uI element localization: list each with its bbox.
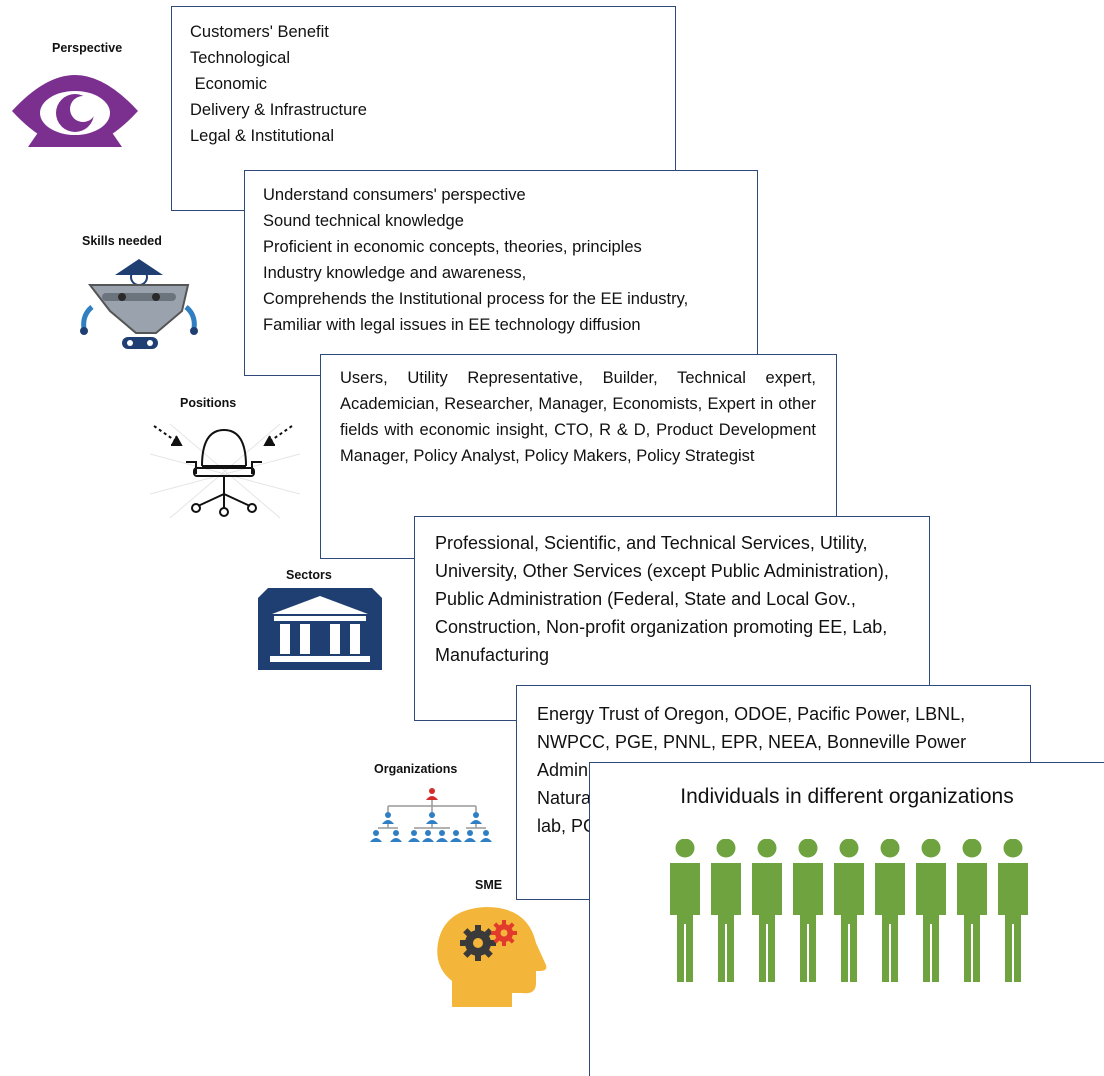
skills-item: Industry knowledge and awareness, <box>263 264 527 282</box>
sme-card: Individuals in different organizations <box>589 762 1104 1076</box>
people-group-icon <box>668 839 1032 989</box>
skills-item: Understand consumers' perspective <box>263 186 526 204</box>
skills-item: Familiar with legal issues in EE technol… <box>263 316 641 334</box>
org-chart-icon <box>366 788 498 844</box>
perspective-item: Customers' Benefit <box>190 23 329 41</box>
sectors-label: Sectors <box>286 568 332 582</box>
government-building-icon <box>258 588 382 670</box>
perspective-item: Technological <box>190 49 290 67</box>
robot-funnel-icon <box>80 257 202 353</box>
skills-item: Comprehends the Institutional process fo… <box>263 290 689 308</box>
perspective-item: Legal & Institutional <box>190 127 335 145</box>
perspective-label: Perspective <box>52 41 123 55</box>
skills-item: Proficient in economic concepts, theorie… <box>263 238 642 256</box>
skills-label: Skills needed <box>82 234 162 248</box>
skills-item: Sound technical knowledge <box>263 212 464 230</box>
positions-text: Users, Utility Representative, Builder, … <box>340 369 816 465</box>
organizations-label: Organizations <box>374 762 458 776</box>
perspective-item: Delivery & Infrastructure <box>190 101 367 119</box>
perspective-item: Economic <box>190 75 268 93</box>
head-gears-icon <box>432 903 554 1009</box>
sme-label: SME <box>475 878 503 892</box>
office-chair-icon <box>150 414 300 518</box>
sectors-text: Professional, Scientific, and Technical … <box>435 533 889 665</box>
skills-card: Understand consumers' perspective Sound … <box>244 170 758 376</box>
eye-icon <box>10 69 140 151</box>
positions-label: Positions <box>180 396 237 410</box>
sme-title: Individuals in different organizations <box>680 785 1014 808</box>
